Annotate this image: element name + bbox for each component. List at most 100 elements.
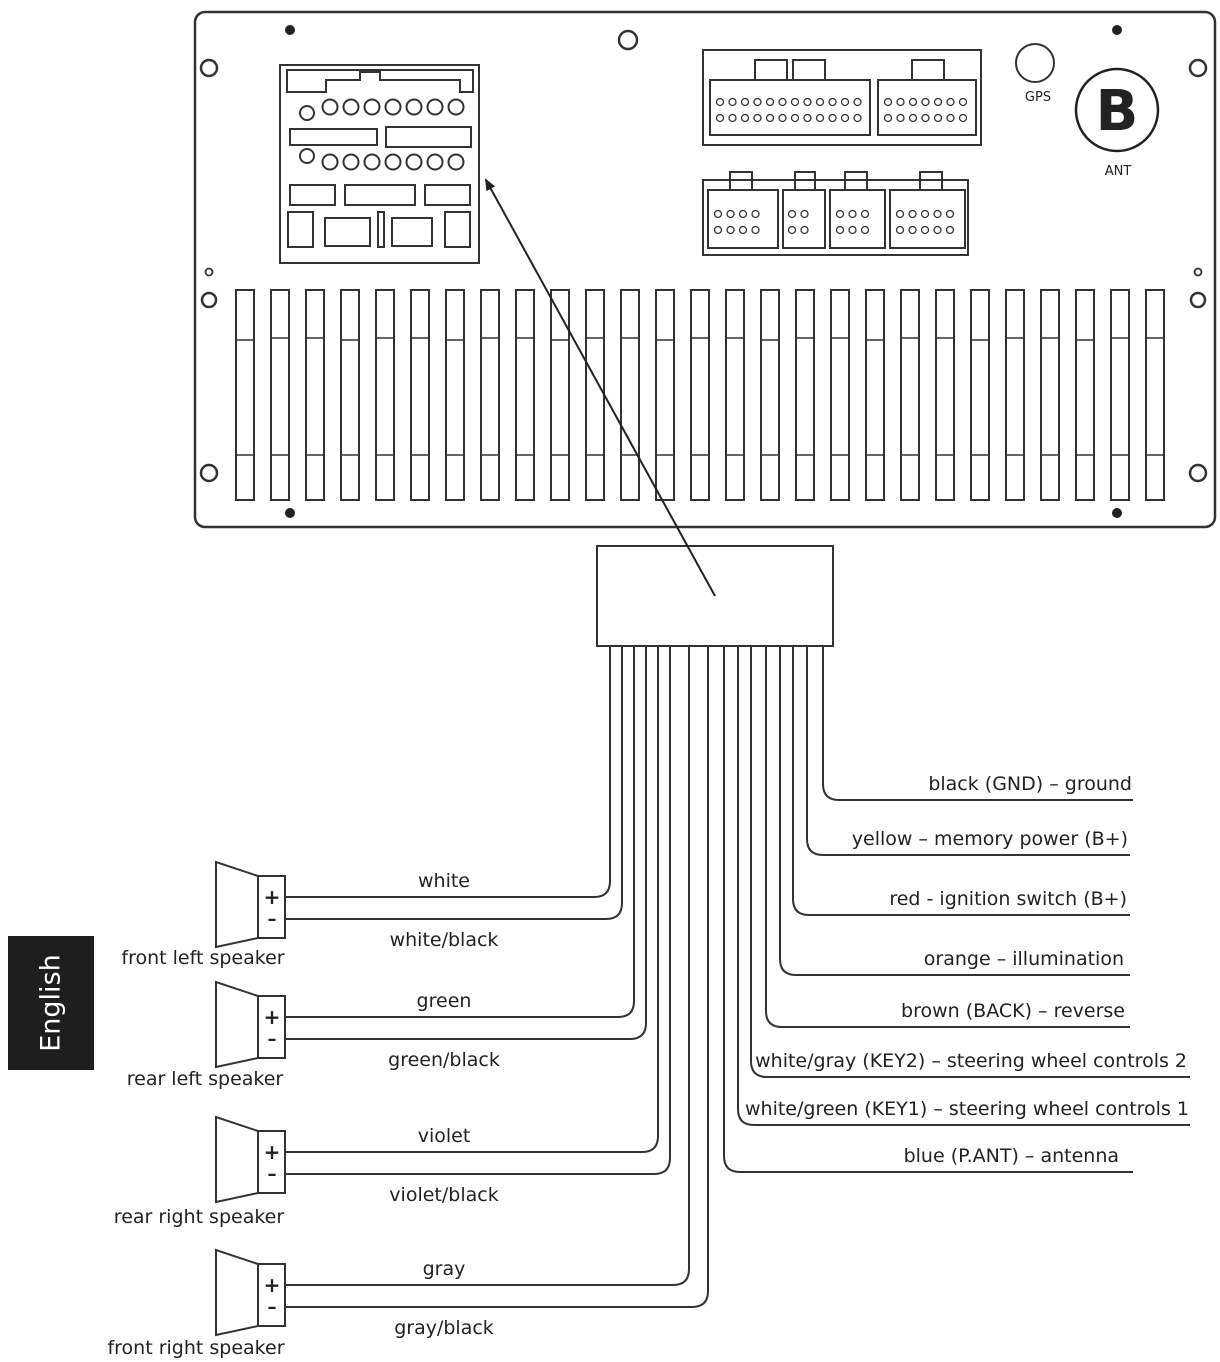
vent-slot xyxy=(305,289,325,501)
vent-slot xyxy=(690,289,710,501)
vent-slot xyxy=(900,289,920,501)
speaker-terminal-block xyxy=(257,1263,286,1327)
wire xyxy=(285,646,635,1018)
pin xyxy=(803,97,812,107)
antenna-port: B ANT xyxy=(1074,67,1160,179)
wire xyxy=(779,646,1130,976)
speaker-minus-wire-label: white/black xyxy=(390,929,499,951)
vent-slot xyxy=(340,289,360,501)
pin xyxy=(728,97,737,107)
antenna-badge: B xyxy=(1096,79,1139,144)
vent-slot xyxy=(480,289,500,501)
minus-terminal: – xyxy=(268,909,277,930)
wire xyxy=(723,646,1133,1173)
vent-slot xyxy=(795,289,815,501)
vent-slot xyxy=(445,289,465,501)
vent-slot xyxy=(620,289,640,501)
vent-slot xyxy=(410,289,430,501)
speaker-plus-wire-label: green xyxy=(417,990,472,1012)
iso-connector xyxy=(279,64,480,264)
language-tab-label: English xyxy=(35,954,67,1052)
vent-slot xyxy=(375,289,395,501)
pin xyxy=(713,225,723,235)
power-wire-label: brown (BACK) – reverse xyxy=(901,1000,1125,1022)
power-wire-label: red - ignition switch (B+) xyxy=(889,888,1127,910)
pin xyxy=(321,153,339,171)
wire xyxy=(285,646,647,1040)
vent-slot xyxy=(1110,289,1130,501)
wire xyxy=(806,646,1130,856)
speaker-cone-icon xyxy=(215,860,259,949)
mount-hole xyxy=(617,29,639,51)
pin xyxy=(447,153,465,171)
pin xyxy=(778,113,787,123)
speaker-terminal-block xyxy=(257,875,286,939)
mount-hole xyxy=(1189,291,1207,309)
pin xyxy=(738,209,748,219)
power-wire-label: white/gray (KEY2) – steering wheel contr… xyxy=(755,1050,1187,1072)
connection-arrow xyxy=(485,178,716,597)
mount-hole xyxy=(199,463,219,483)
pin xyxy=(803,113,812,123)
pin xyxy=(921,97,930,107)
pin xyxy=(787,209,797,219)
pin xyxy=(715,97,725,107)
screw xyxy=(285,508,295,518)
vent-slot xyxy=(1145,289,1165,501)
pin xyxy=(363,153,381,171)
vent-slot xyxy=(1075,289,1095,501)
speaker-minus-wire-label: violet/black xyxy=(389,1184,498,1206)
multi-pin-connector-upper xyxy=(702,49,982,146)
pin xyxy=(835,209,845,219)
wire xyxy=(765,646,1130,1028)
pin xyxy=(848,209,857,219)
pin xyxy=(908,113,918,123)
pin xyxy=(405,153,423,171)
wire xyxy=(285,646,659,1153)
vent-slot xyxy=(1040,289,1060,501)
pin xyxy=(753,97,762,107)
screw xyxy=(1112,508,1122,518)
pin xyxy=(713,209,723,219)
pin xyxy=(933,97,943,107)
pin xyxy=(920,225,930,235)
pin xyxy=(815,113,825,123)
pin xyxy=(726,225,735,235)
speaker-minus-wire-label: green/black xyxy=(388,1049,500,1071)
plus-terminal: + xyxy=(264,1140,281,1164)
mount-hole xyxy=(1188,58,1208,78)
pin xyxy=(895,225,905,235)
pin xyxy=(800,225,809,235)
pin xyxy=(426,153,444,171)
pin xyxy=(728,113,737,123)
vent-slot xyxy=(550,289,570,501)
speaker-name: front left speaker xyxy=(121,947,284,969)
pin xyxy=(740,97,750,107)
pin xyxy=(848,225,857,235)
vent-slot xyxy=(515,289,535,501)
pin xyxy=(860,209,870,219)
pin xyxy=(933,113,943,123)
pin xyxy=(958,97,968,107)
mount-hole xyxy=(1188,463,1208,483)
vent-slot xyxy=(270,289,290,501)
pin xyxy=(835,225,845,235)
mount-hole xyxy=(199,58,219,78)
pin xyxy=(853,97,862,107)
screw xyxy=(285,25,295,35)
speaker-cone-icon xyxy=(215,980,259,1069)
wire-bundle xyxy=(285,646,1190,1308)
pin xyxy=(738,225,748,235)
speaker-plus-wire-label: white xyxy=(418,870,470,892)
pin xyxy=(860,225,870,235)
screw xyxy=(1112,25,1122,35)
pin xyxy=(405,98,423,116)
vent-slot xyxy=(970,289,990,501)
pin xyxy=(384,98,402,116)
pin xyxy=(933,209,942,219)
pin xyxy=(828,113,837,123)
